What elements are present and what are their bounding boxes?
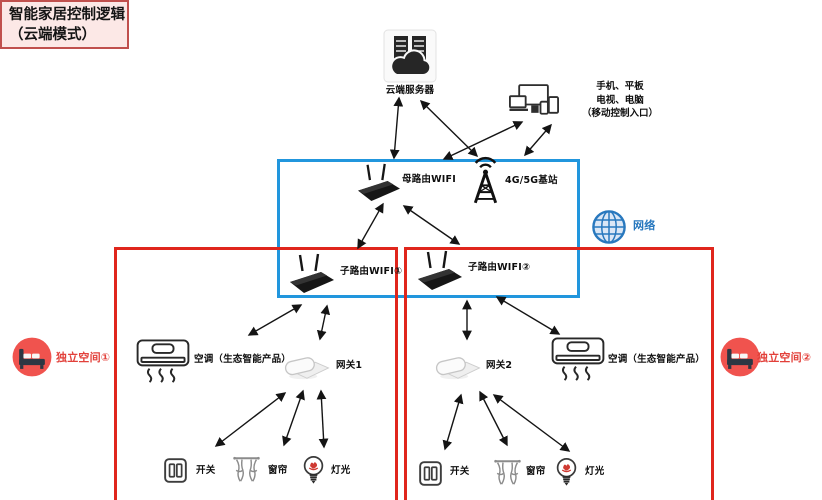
room2-curtain-label: 窗帘: [526, 466, 546, 477]
room1-light-icon: [303, 454, 324, 487]
room2-switch-icon: [419, 461, 442, 486]
room1-switch-label: 开关: [196, 465, 216, 476]
room1-gateway-label: 网关1: [336, 360, 363, 371]
title-box: 智能家居控制逻辑 （云端模式）: [0, 0, 129, 49]
mother-router-label: 母路由WIFI: [402, 174, 456, 185]
base-station-icon: [468, 152, 503, 205]
network-label: 网络: [633, 219, 656, 232]
room1-gateway-icon: [282, 352, 330, 382]
room1-ac-label: 空调（生态智能产品）: [194, 354, 292, 365]
room2-switch-label: 开关: [450, 466, 470, 477]
room2-zone-box: [404, 247, 714, 500]
room2-space-label: 独立空间②: [757, 351, 812, 364]
sub-router-1-icon: [287, 251, 337, 295]
backbone-zone-box: [277, 159, 580, 298]
room2-light-label: 灯光: [585, 466, 605, 477]
room1-switch-icon: [164, 458, 187, 483]
sub-router-1-label: 子路由WIFI①: [340, 266, 403, 277]
mother-router-icon: [355, 162, 403, 202]
room1-curtain-label: 窗帘: [268, 465, 288, 476]
sub-router-2-label: 子路由WIFI②: [468, 262, 531, 273]
title-line2: （云端模式）: [9, 26, 96, 43]
devices-label-line2: 电视、电脑: [596, 94, 644, 106]
title-line1: 智能家居控制逻辑: [9, 6, 125, 23]
mobile-devices-label: 手机、平板 电视、电脑 （移动控制入口）: [562, 80, 678, 121]
room1-curtain-icon: [233, 454, 260, 485]
room1-light-label: 灯光: [331, 465, 351, 476]
room1-space-label: 独立空间①: [56, 351, 111, 364]
room2-light-icon: [556, 456, 577, 489]
room2-ac-label: 空调（生态智能产品）: [608, 354, 706, 365]
devices-label-line1: 手机、平板: [596, 81, 644, 92]
room2-ac-icon: [551, 337, 605, 383]
cloud-server-icon: [383, 29, 437, 83]
network-globe-icon: [591, 209, 627, 245]
room2-curtain-icon: [494, 457, 521, 488]
sub-router-2-icon: [415, 248, 465, 292]
mobile-devices-icon: [509, 84, 559, 125]
room1-bed-icon: [12, 337, 52, 377]
cloud-server-label: 云端服务器: [385, 85, 435, 96]
room2-gateway-icon: [433, 352, 481, 382]
room2-gateway-label: 网关2: [486, 360, 513, 371]
devices-label-line3: （移动控制入口）: [581, 108, 658, 119]
room2-bed-icon: [720, 337, 760, 377]
base-station-label: 4G/5G基站: [505, 175, 558, 186]
room1-zone-box: [114, 247, 398, 500]
room1-ac-icon: [136, 339, 190, 385]
